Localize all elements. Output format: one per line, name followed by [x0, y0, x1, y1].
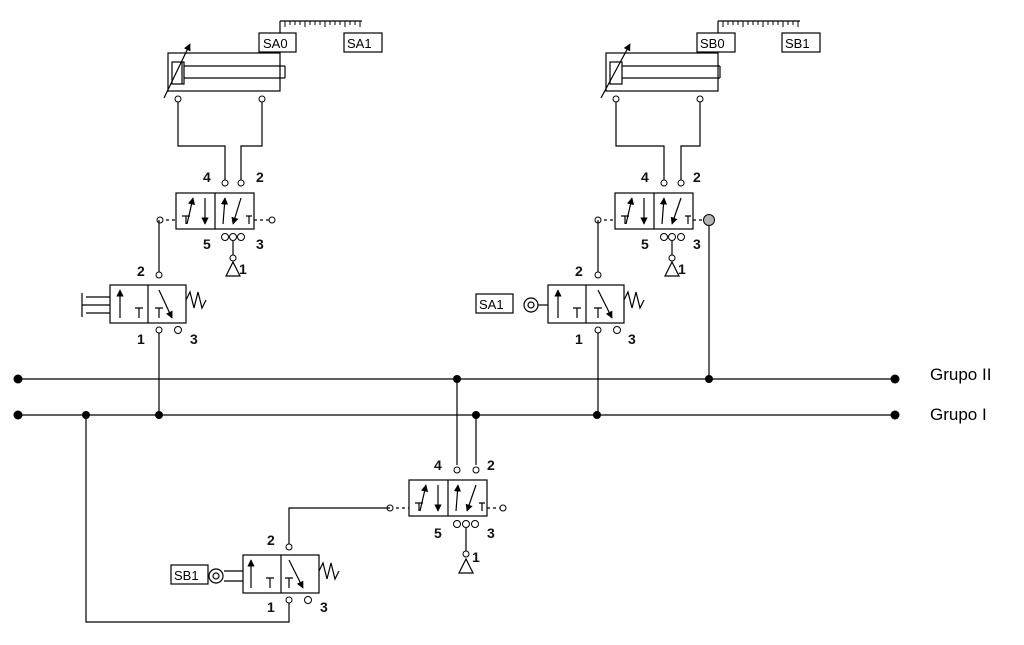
signal-valve-sb1[interactable]: [208, 543, 340, 604]
valve-b-port-5: 5: [641, 236, 649, 252]
roller-tag-sb1: SB1: [170, 564, 209, 585]
main-valve-a[interactable]: [156, 179, 276, 277]
sensor-sb0-label: SB0: [700, 36, 725, 51]
sensor-sb1[interactable]: SB1: [781, 32, 821, 53]
roller-tag-sa1: SA1: [475, 293, 514, 314]
cylinder-a[interactable]: [163, 43, 286, 103]
memory-valve-port-5: 5: [434, 525, 442, 541]
signal-valve-sb1-port-1: 1: [267, 599, 275, 615]
valve-a-port-4: 4: [203, 169, 211, 185]
line-a-2: [240, 102, 263, 180]
valve-b-port-2: 2: [693, 169, 701, 185]
valve-a-port-2: 2: [256, 169, 264, 185]
memory-valve-port-1: 1: [472, 549, 480, 565]
start-valve-port-2: 2: [137, 263, 145, 279]
line-b-2: [680, 102, 701, 180]
sensor-sb1-label: SB1: [785, 36, 810, 51]
main-valve-b[interactable]: [594, 179, 715, 277]
start-valve-port-3: 3: [190, 331, 198, 347]
sensor-sb0[interactable]: SB0: [696, 32, 736, 53]
position-scale-b: [717, 20, 800, 53]
svg-text:SA1: SA1: [479, 297, 504, 312]
svg-text:SB1: SB1: [174, 568, 199, 583]
sensor-sa1-label: SA1: [347, 36, 372, 51]
memory-valve[interactable]: [386, 466, 507, 574]
signal-valve-sa1-port-3: 3: [628, 331, 636, 347]
signal-valve-sa1-port-1: 1: [575, 331, 583, 347]
sensor-sa1[interactable]: SA1: [343, 32, 383, 53]
start-valve[interactable]: [81, 271, 207, 334]
signal-valve-sb1-port-2: 2: [267, 532, 275, 548]
memory-valve-port-2: 2: [487, 457, 495, 473]
memory-valve-port-3: 3: [487, 525, 495, 541]
signal-valve-sb1-port-3: 3: [320, 599, 328, 615]
bus-label-grupo-ii: Grupo II: [930, 365, 991, 384]
line-b-4: [615, 102, 665, 180]
line-a-4: [177, 102, 226, 180]
memory-valve-port-4: 4: [434, 457, 442, 473]
valve-b-port-1: 1: [678, 261, 686, 277]
signal-valve-sa1-port-2: 2: [575, 263, 583, 279]
start-valve-port-1: 1: [137, 331, 145, 347]
valve-a-port-1: 1: [239, 261, 247, 277]
valve-a-port-3: 3: [256, 236, 264, 252]
valve-a-port-5: 5: [203, 236, 211, 252]
sensor-sa0-label: SA0: [263, 36, 288, 51]
line-sb1-supply: [85, 415, 290, 623]
valve-b-port-3: 3: [693, 236, 701, 252]
cylinder-b[interactable]: [600, 43, 721, 103]
sensor-sa0[interactable]: SA0: [258, 32, 297, 53]
valve-b-port-4: 4: [641, 169, 649, 185]
bus-label-grupo-i: Grupo I: [930, 405, 987, 424]
signal-valve-sa1[interactable]: [523, 271, 645, 334]
line-sb1-pilot: [288, 507, 390, 545]
